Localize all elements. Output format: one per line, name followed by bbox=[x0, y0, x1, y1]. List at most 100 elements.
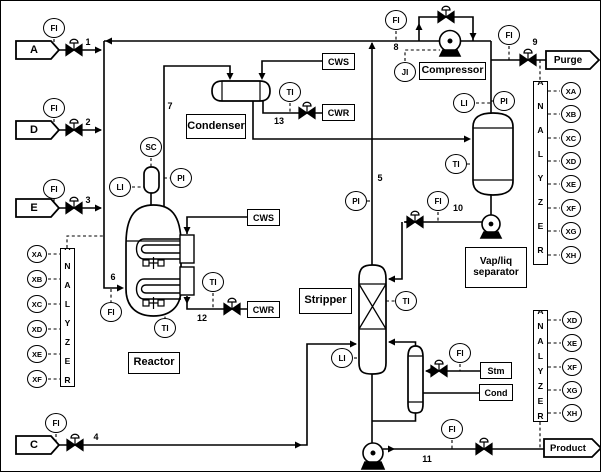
channel-xc: XC bbox=[561, 129, 581, 147]
feed-d-label: D bbox=[30, 124, 38, 136]
fi-steam-indicator: FI bbox=[449, 343, 471, 363]
valve-compressor-bypass bbox=[437, 5, 455, 24]
fi-purge-indicator: FI bbox=[498, 25, 520, 45]
agitator-motor bbox=[143, 166, 160, 194]
fi-feed-a-indicator: FI bbox=[43, 18, 65, 38]
analyzer-reactor-feed: ANALYZER bbox=[60, 248, 75, 387]
line-cws-reactor bbox=[186, 216, 248, 234]
product-label: Product bbox=[550, 442, 586, 454]
line-stream-7 bbox=[163, 65, 231, 207]
cwr-reactor-tag: CWR bbox=[247, 301, 280, 318]
channel-xf: XF bbox=[27, 370, 47, 388]
stream-number-9: 9 bbox=[532, 37, 538, 47]
stream-number-3: 3 bbox=[85, 195, 91, 205]
stream-tags bbox=[15, 40, 600, 458]
coil-header-bottom bbox=[179, 266, 195, 296]
tag-purge bbox=[545, 50, 600, 70]
purge-label: Purge bbox=[553, 54, 583, 66]
stream-number-2: 2 bbox=[85, 117, 91, 127]
pi-reactor-indicator: PI bbox=[170, 168, 192, 188]
fi-recycle-indicator: FI bbox=[385, 10, 407, 30]
signal-analyzer-feed bbox=[66, 235, 104, 248]
valve-stream-1 bbox=[65, 38, 83, 57]
cwr-condenser-tag: CWR bbox=[322, 104, 355, 121]
channel-xe: XE bbox=[562, 334, 582, 352]
separator-vessel bbox=[472, 112, 514, 196]
li-separator-indicator: LI bbox=[453, 93, 475, 113]
coil-header-top bbox=[179, 234, 195, 264]
stripper-packing bbox=[358, 283, 387, 330]
tag-feed-d bbox=[15, 120, 61, 140]
condensate-tag: Cond bbox=[479, 384, 513, 401]
stream-number-11: 11 bbox=[422, 454, 432, 464]
ji-compressor-indicator: JI bbox=[394, 62, 416, 82]
line-feed-header bbox=[103, 41, 122, 289]
feed-c-label: C bbox=[30, 439, 38, 451]
ti-stripper-indicator: TI bbox=[395, 291, 417, 311]
stream-number-4: 4 bbox=[93, 432, 99, 442]
analyzer-label: ANALYZER bbox=[535, 310, 546, 422]
reactor-coils bbox=[135, 238, 181, 300]
channel-xe: XE bbox=[561, 175, 581, 193]
channel-xf: XF bbox=[562, 358, 582, 376]
channel-xg: XG bbox=[561, 222, 581, 240]
flow-arrows bbox=[95, 23, 477, 453]
stream-number-7: 7 bbox=[167, 101, 173, 111]
li-reactor-indicator: LI bbox=[109, 177, 131, 197]
reactor-label: Reactor bbox=[128, 352, 180, 374]
channel-xe: XE bbox=[27, 345, 47, 363]
stream-number-6: 6 bbox=[110, 272, 116, 282]
valve-stream-4 bbox=[66, 433, 84, 452]
fi-stream-10-indicator: FI bbox=[427, 191, 449, 211]
compressor-label: Compressor bbox=[419, 62, 486, 80]
channel-xd: XD bbox=[562, 311, 582, 329]
fi-feed-e-indicator: FI bbox=[43, 179, 65, 199]
ti-reactor-indicator: TI bbox=[154, 318, 176, 338]
valve-product bbox=[475, 437, 493, 456]
feed-e-label: E bbox=[30, 202, 38, 214]
ti-separator-indicator: TI bbox=[445, 154, 467, 174]
pi-separator-indicator: PI bbox=[493, 91, 515, 111]
ti-reactor-cw-indicator: TI bbox=[202, 272, 224, 292]
fi-stream-6-indicator: FI bbox=[100, 302, 122, 322]
cws-reactor-tag: CWS bbox=[247, 209, 280, 226]
fi-feed-c-indicator: FI bbox=[45, 413, 67, 433]
line-cws-condenser bbox=[261, 60, 323, 77]
line-stream-4 bbox=[59, 343, 356, 446]
tag-feed-e bbox=[15, 198, 61, 218]
tag-product bbox=[543, 438, 600, 458]
tag-feed-a bbox=[15, 40, 61, 60]
valve-stream-2 bbox=[65, 118, 83, 137]
analyzer-label: ANALYZER bbox=[62, 248, 73, 387]
analyzer-label: ANALYZER bbox=[535, 81, 546, 265]
channel-xb: XB bbox=[27, 270, 47, 288]
channel-xb: XB bbox=[561, 105, 581, 123]
ti-condenser-cw-indicator: TI bbox=[279, 82, 301, 102]
fi-feed-d-indicator: FI bbox=[43, 98, 65, 118]
stream-number-10: 10 bbox=[452, 203, 464, 213]
channel-xg: XG bbox=[562, 381, 582, 399]
agitator-impellers bbox=[142, 257, 165, 309]
analyzer-product: ANALYZER bbox=[533, 310, 548, 422]
analyzer-purge: ANALYZER bbox=[533, 81, 548, 265]
condenser-vessel bbox=[211, 80, 271, 102]
reboiler-vessel bbox=[407, 345, 424, 414]
line-condenser-to-separator bbox=[252, 101, 467, 140]
condenser-label: Condenser bbox=[186, 114, 246, 139]
stripper-label: Stripper bbox=[299, 288, 352, 314]
valve-stream-12 bbox=[223, 297, 241, 316]
separator-label: Vap/liq separator bbox=[465, 247, 527, 288]
channel-xc: XC bbox=[27, 295, 47, 313]
fi-product-indicator: FI bbox=[441, 419, 463, 439]
rotating-equipment bbox=[360, 29, 503, 470]
stream-number-5: 5 bbox=[377, 173, 383, 183]
vessels bbox=[125, 80, 514, 414]
stream-number-12: 12 bbox=[196, 313, 208, 323]
valve-purge bbox=[519, 48, 537, 67]
channel-xa: XA bbox=[561, 82, 581, 100]
pi-stream-5-indicator: PI bbox=[345, 191, 367, 211]
signal-lines bbox=[48, 31, 561, 449]
sc-agitator-indicator: SC bbox=[140, 137, 162, 157]
